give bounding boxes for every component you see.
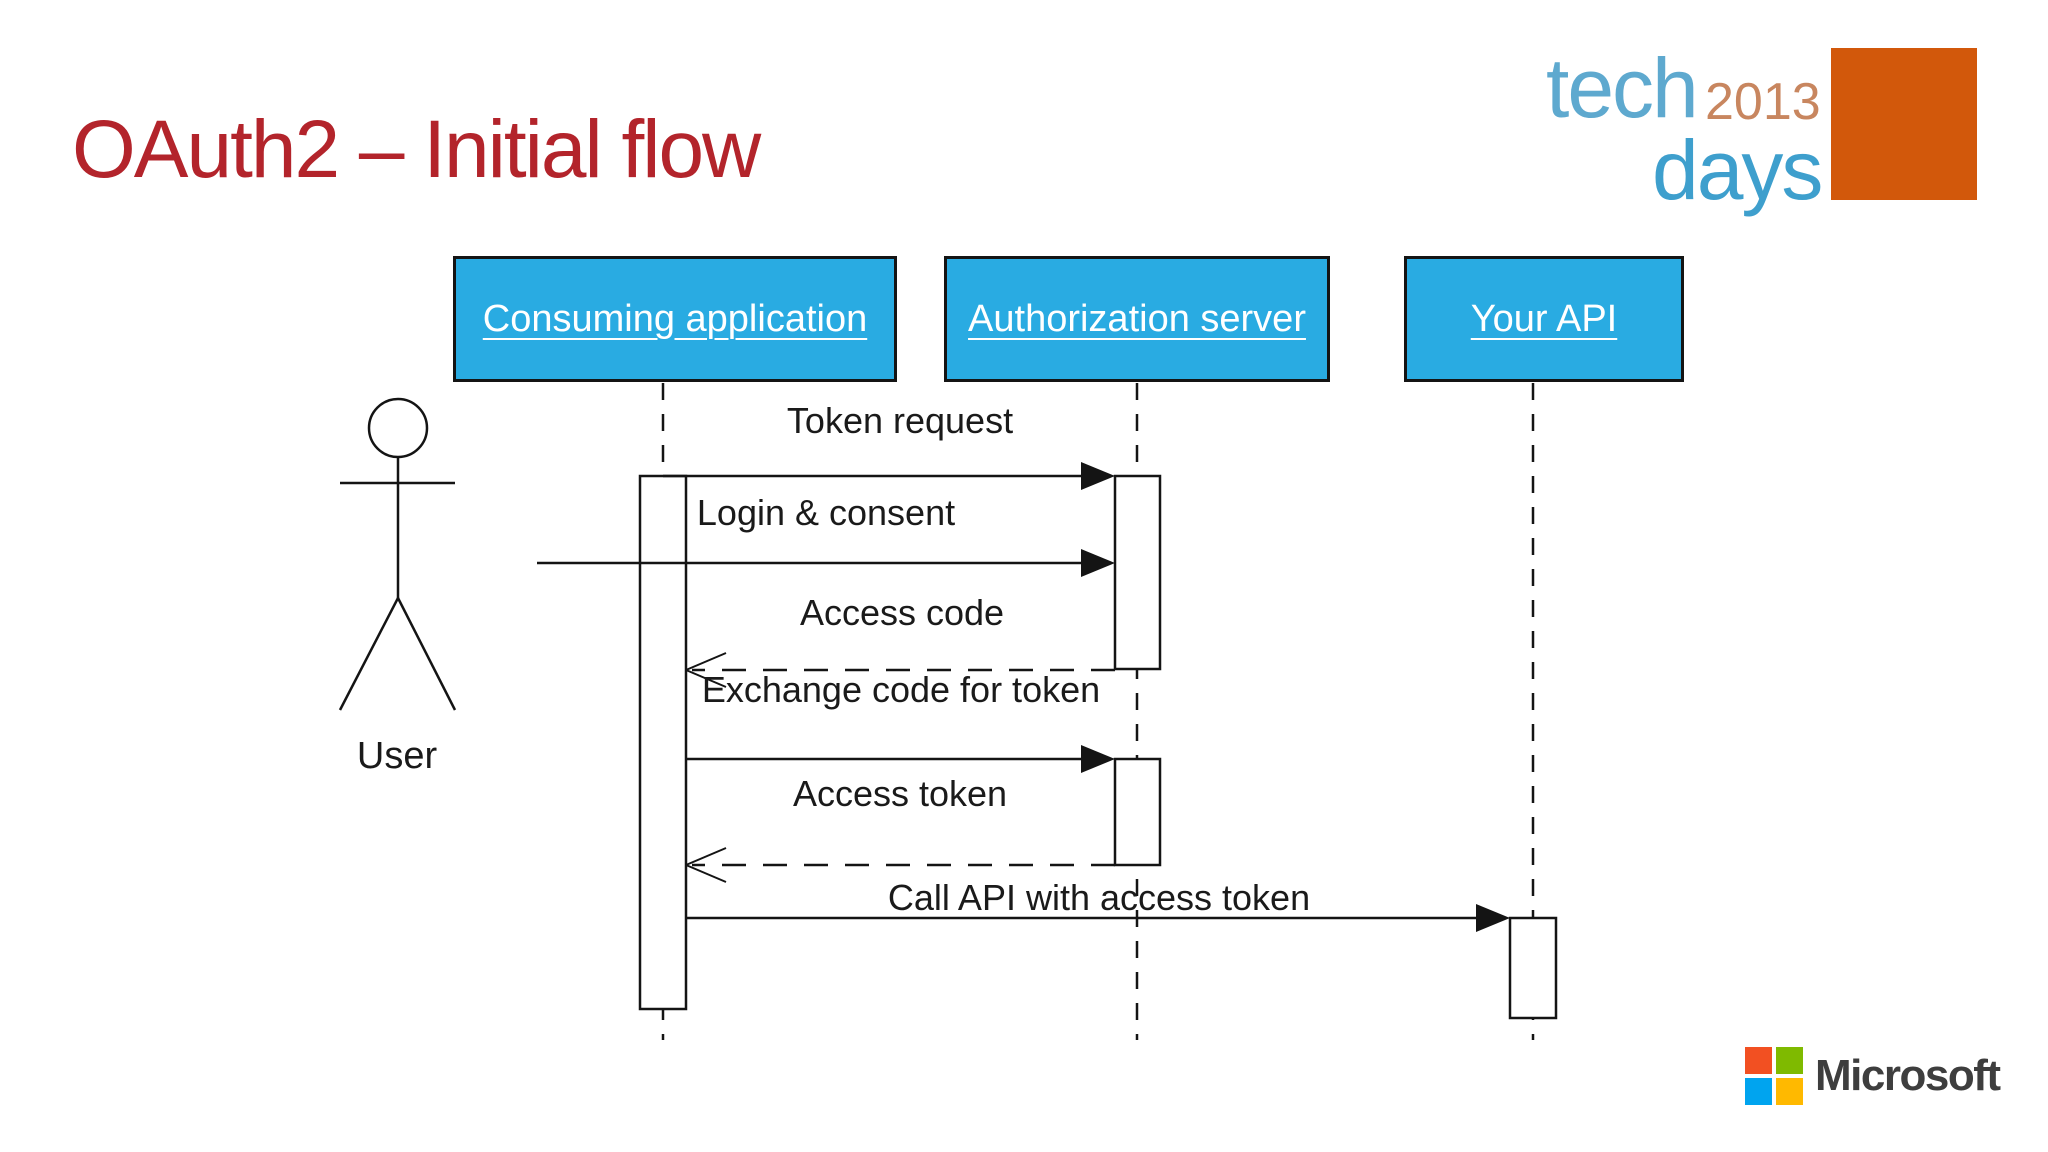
activation-bars: [638, 474, 1558, 1020]
stick-figure-leg-right: [396, 597, 457, 711]
participant-label: Your API: [1470, 297, 1618, 340]
techdays-logo: tech 2013 days: [1540, 40, 1990, 217]
microsoft-square-green: [1776, 1047, 1803, 1074]
microsoft-square-blue: [1745, 1078, 1772, 1105]
arrowhead-login-consent: [1081, 549, 1115, 577]
arrowhead-call-api: [1476, 904, 1510, 932]
activation-consuming-application: [638, 474, 688, 1011]
stick-figure-head: [367, 397, 429, 459]
techdays-logo-days-text: days: [1652, 123, 1823, 217]
user-stick-figure: [338, 397, 457, 711]
microsoft-square-red: [1745, 1047, 1772, 1074]
activation-your-api: [1508, 916, 1558, 1020]
microsoft-wordmark: Microsoft: [1815, 1051, 2001, 1100]
message-label-token-request: Token request: [786, 400, 1014, 441]
message-arrows: [537, 462, 1510, 932]
microsoft-logo-squares: [1745, 1047, 1803, 1105]
microsoft-square-yellow: [1776, 1078, 1803, 1105]
activation-authorization-server-2: [1113, 757, 1162, 867]
participant-consuming-application: Consuming application: [453, 256, 897, 382]
arrowhead-token-request: [1081, 462, 1115, 490]
techdays-logo-tech-text: tech: [1546, 41, 1699, 135]
techdays-logo-orange-square: [1831, 48, 1977, 200]
techdays-logo-year-text: 2013: [1705, 73, 1821, 131]
arrowhead-exchange-code: [1081, 745, 1115, 773]
message-label-exchange-code: Exchange code for token: [701, 669, 1101, 710]
participant-authorization-server: Authorization server: [944, 256, 1330, 382]
message-label-access-code: Access code: [799, 592, 1005, 633]
activation-authorization-server-1: [1113, 474, 1162, 671]
participant-label: Authorization server: [968, 297, 1306, 340]
participant-label: Consuming application: [482, 297, 868, 340]
message-label-login-consent: Login & consent: [696, 492, 956, 533]
message-label-call-api: Call API with access token: [887, 877, 1311, 918]
arrowhead-access-token: [685, 847, 727, 883]
stick-figure-leg-left: [338, 597, 400, 711]
slide-title: OAuth2 – Initial flow: [72, 103, 761, 195]
participant-your-api: Your API: [1404, 256, 1684, 382]
actor-label-user: User: [356, 735, 438, 777]
arrowhead-access-code: [685, 652, 727, 688]
message-label-access-token: Access token: [792, 773, 1008, 814]
